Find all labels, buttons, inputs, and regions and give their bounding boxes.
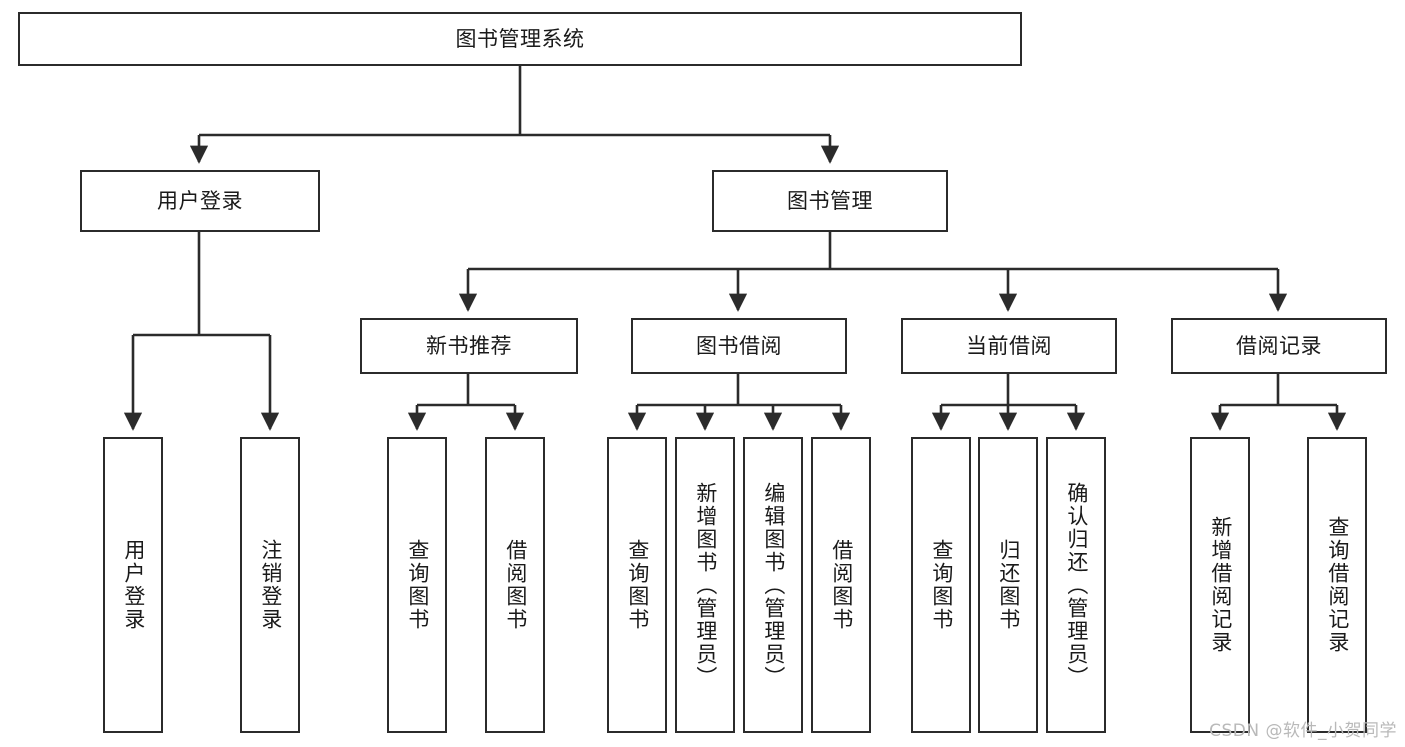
node-book-borrow-label: 图书借阅 [696,333,782,358]
leaf-query-book-3-label: 查询图书 [929,539,954,631]
leaf-add-record-label: 新增借阅记录 [1208,516,1233,654]
leaf-borrow-book-2[interactable]: 借阅图书 [811,437,871,733]
leaf-edit-book[interactable]: 编辑图书（管理员） [743,437,803,733]
node-book-borrow[interactable]: 图书借阅 [631,318,847,374]
leaf-user-login[interactable]: 用户登录 [103,437,163,733]
leaf-query-book-2[interactable]: 查询图书 [607,437,667,733]
leaf-borrow-book-1-label: 借阅图书 [503,539,528,631]
leaf-query-book-2-label: 查询图书 [625,539,650,631]
leaf-user-login-label: 用户登录 [121,539,146,631]
leaf-return-book-label: 归还图书 [996,539,1021,631]
node-new-book-recommend-label: 新书推荐 [426,333,512,358]
node-current-borrow-label: 当前借阅 [966,333,1052,358]
leaf-add-book[interactable]: 新增图书（管理员） [675,437,735,733]
leaf-query-book-1[interactable]: 查询图书 [387,437,447,733]
node-borrow-record[interactable]: 借阅记录 [1171,318,1387,374]
node-book-manage-label: 图书管理 [787,188,873,213]
leaf-edit-book-label: 编辑图书（管理员） [761,481,786,689]
leaf-confirm-return-label: 确认归还（管理员） [1064,481,1089,689]
leaf-borrow-book-1[interactable]: 借阅图书 [485,437,545,733]
node-new-book-recommend[interactable]: 新书推荐 [360,318,578,374]
node-user-login-label: 用户登录 [157,188,243,213]
leaf-query-record-label: 查询借阅记录 [1325,516,1350,654]
leaf-confirm-return[interactable]: 确认归还（管理员） [1046,437,1106,733]
leaf-logout-login-label: 注销登录 [258,539,283,631]
node-root[interactable]: 图书管理系统 [18,12,1022,66]
node-current-borrow[interactable]: 当前借阅 [901,318,1117,374]
csdn-watermark: CSDN @软件_小贺同学 [1209,721,1397,741]
node-user-login[interactable]: 用户登录 [80,170,320,232]
leaf-query-book-1-label: 查询图书 [405,539,430,631]
leaf-add-book-label: 新增图书（管理员） [693,481,718,689]
leaf-logout-login[interactable]: 注销登录 [240,437,300,733]
node-root-label: 图书管理系统 [455,26,585,51]
leaf-query-book-3[interactable]: 查询图书 [911,437,971,733]
node-borrow-record-label: 借阅记录 [1236,333,1322,358]
leaf-borrow-book-2-label: 借阅图书 [829,539,854,631]
leaf-add-record[interactable]: 新增借阅记录 [1190,437,1250,733]
leaf-query-record[interactable]: 查询借阅记录 [1307,437,1367,733]
leaf-return-book[interactable]: 归还图书 [978,437,1038,733]
node-book-manage[interactable]: 图书管理 [712,170,948,232]
